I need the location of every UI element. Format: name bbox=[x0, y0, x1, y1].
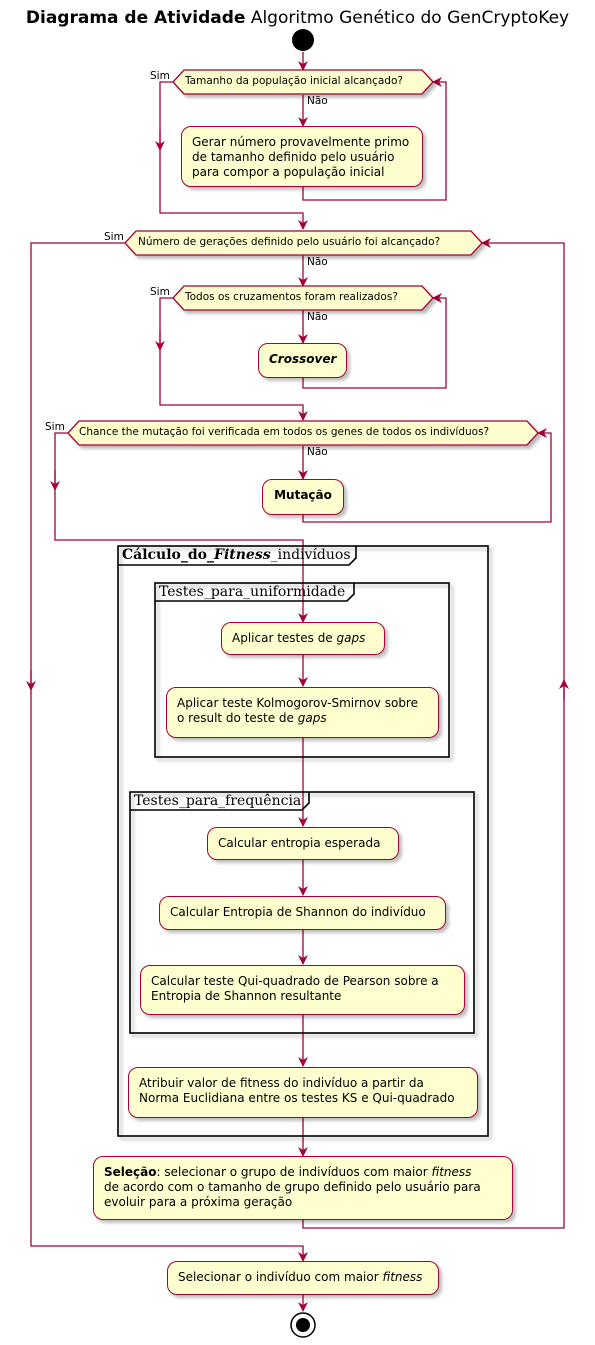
activity-chi-square: Calcular teste Qui-quadrado de Pearson s… bbox=[140, 965, 465, 1015]
activity-shannon-entropy-text: Calcular Entropia de Shannon do indivídu… bbox=[170, 905, 426, 919]
activity-chi-line1: Calcular teste Qui-quadrado de Pearson s… bbox=[151, 974, 439, 988]
partition-uniformity-tab bbox=[155, 583, 355, 602]
activity-shannon-entropy: Calcular Entropia de Shannon do indivídu… bbox=[159, 896, 446, 930]
edge-population-yes bbox=[159, 81, 308, 230]
gaps-prefix: Aplicar testes de bbox=[232, 631, 337, 645]
diagram-title: Diagrama de Atividade Algoritmo Genético… bbox=[0, 8, 595, 28]
activity-ks-line1: Aplicar teste Kolmogorov-Smirnov sobre bbox=[177, 696, 418, 710]
edge-generations-yes bbox=[30, 242, 308, 1262]
activity-select-best-text: Selecionar o indivíduo com maior fitness bbox=[178, 1270, 428, 1285]
edge-mutation-loop bbox=[302, 428, 552, 523]
selection-bold: Seleção bbox=[104, 1165, 157, 1179]
label-mutation-no: Não bbox=[307, 446, 328, 458]
label-mutation-yes: Sim bbox=[45, 421, 65, 433]
activity-select-best: Selecionar o indivíduo com maior fitness bbox=[167, 1261, 439, 1295]
edge-crossover-yes bbox=[159, 297, 308, 421]
activity-expected-entropy: Calcular entropia esperada bbox=[207, 827, 399, 860]
activity-crossover: Crossover bbox=[258, 343, 347, 378]
activity-assign-fitness: Atribuir valor de fitness do indivíduo a… bbox=[128, 1067, 478, 1118]
partition-fitness-title: Cálculo_do_Fitness_indivíduos bbox=[122, 547, 351, 563]
diagram-title-rest: Algoritmo Genético do GenCryptoKey bbox=[250, 8, 570, 28]
label-generations-no: Não bbox=[307, 256, 328, 268]
activity-assign-line1: Atribuir valor de fitness do indivíduo a… bbox=[139, 1076, 424, 1090]
label-crossover-yes: Sim bbox=[150, 286, 170, 298]
decision-crossover bbox=[172, 285, 434, 311]
ks-line2-emph: gaps bbox=[297, 711, 327, 725]
activity-selection-line1: Seleção: selecionar o grupo de indivíduo… bbox=[104, 1165, 502, 1180]
activity-expected-entropy-text: Calcular entropia esperada bbox=[218, 836, 381, 850]
activity-generate-prime-line: Gerar número provavelmente primo bbox=[192, 135, 410, 149]
diagram-title-bold: Diagrama de Atividade bbox=[25, 8, 246, 28]
start-node bbox=[292, 29, 314, 51]
activity-chi-line2: Entropia de Shannon resultante bbox=[151, 989, 342, 1003]
partition-uniformity-title: Testes_para_uniformidade bbox=[159, 584, 346, 600]
activity-selection-line2: de acordo com o tamanho de grupo definid… bbox=[104, 1180, 481, 1194]
gaps-emph: gaps bbox=[336, 631, 366, 645]
partition-fitness-suffix: _indivíduos bbox=[270, 547, 351, 563]
activity-kolmogorov-smirnov: Aplicar teste Kolmogorov-Smirnov sobre o… bbox=[166, 687, 439, 738]
activity-apply-gaps: Aplicar testes de gaps bbox=[221, 622, 385, 655]
activity-mutation-text: Mutação bbox=[274, 488, 332, 502]
label-population-no: Não bbox=[307, 95, 328, 107]
edge-population-loop bbox=[302, 77, 447, 201]
activity-ks-line2: o result do teste de gaps bbox=[177, 711, 428, 726]
activity-apply-gaps-text: Aplicar testes de gaps bbox=[232, 631, 374, 646]
edge-mutation-yes bbox=[54, 432, 308, 623]
decision-population-text: Tamanho da população inicial alcançado? bbox=[185, 75, 403, 87]
end-node-inner bbox=[296, 1318, 310, 1332]
partition-frequency-frame bbox=[129, 791, 475, 1034]
partition-fitness-tab bbox=[118, 546, 357, 566]
partition-frequency-title: Testes_para_frequência bbox=[134, 793, 302, 809]
activity-assign-line2: Norma Euclidiana entre os testes KS e Qu… bbox=[139, 1091, 455, 1105]
activity-crossover-text: Crossover bbox=[269, 352, 337, 366]
partition-fitness-frame bbox=[117, 545, 489, 1137]
edge-selection-loop bbox=[302, 238, 565, 1229]
decision-generations bbox=[124, 230, 483, 256]
label-crossover-no: Não bbox=[307, 311, 328, 323]
partition-fitness-prefix: Cálculo_do_ bbox=[122, 547, 215, 563]
partition-frequency-tab bbox=[130, 792, 310, 811]
selection-line1-emph: fitness bbox=[431, 1165, 472, 1179]
activity-selection: Seleção: selecionar o grupo de indivíduo… bbox=[93, 1156, 513, 1220]
final-prefix: Selecionar o indivíduo com maior bbox=[178, 1270, 383, 1284]
selection-line1-rest: : selecionar o grupo de indivíduos com m… bbox=[156, 1165, 432, 1179]
decision-population bbox=[172, 69, 434, 95]
edge-crossover-loop bbox=[302, 293, 447, 389]
decision-mutation bbox=[67, 420, 539, 446]
activity-generate-prime-line: de tamanho definido pelo usuário bbox=[192, 150, 395, 164]
label-generations-yes: Sim bbox=[104, 231, 124, 243]
decision-crossover-text: Todos os cruzamentos foram realizados? bbox=[185, 291, 398, 303]
partition-uniformity-frame bbox=[154, 582, 450, 758]
label-population-yes: Sim bbox=[150, 70, 170, 82]
ks-line2-prefix: o result do teste de bbox=[177, 711, 298, 725]
partition-fitness-emph: Fitness bbox=[214, 547, 271, 563]
activity-generate-prime: Gerar número provavelmente primo de tama… bbox=[181, 126, 423, 187]
decision-mutation-text: Chance the mutação foi verificada em tod… bbox=[79, 426, 490, 438]
activity-selection-line3: evoluir para a próxima geração bbox=[104, 1195, 293, 1209]
activity-generate-prime-line: para compor a população inicial bbox=[192, 165, 385, 179]
final-emph: fitness bbox=[382, 1270, 423, 1284]
decision-generations-text: Número de gerações definido pelo usuário… bbox=[138, 236, 441, 248]
activity-mutation: Mutação bbox=[262, 479, 344, 515]
